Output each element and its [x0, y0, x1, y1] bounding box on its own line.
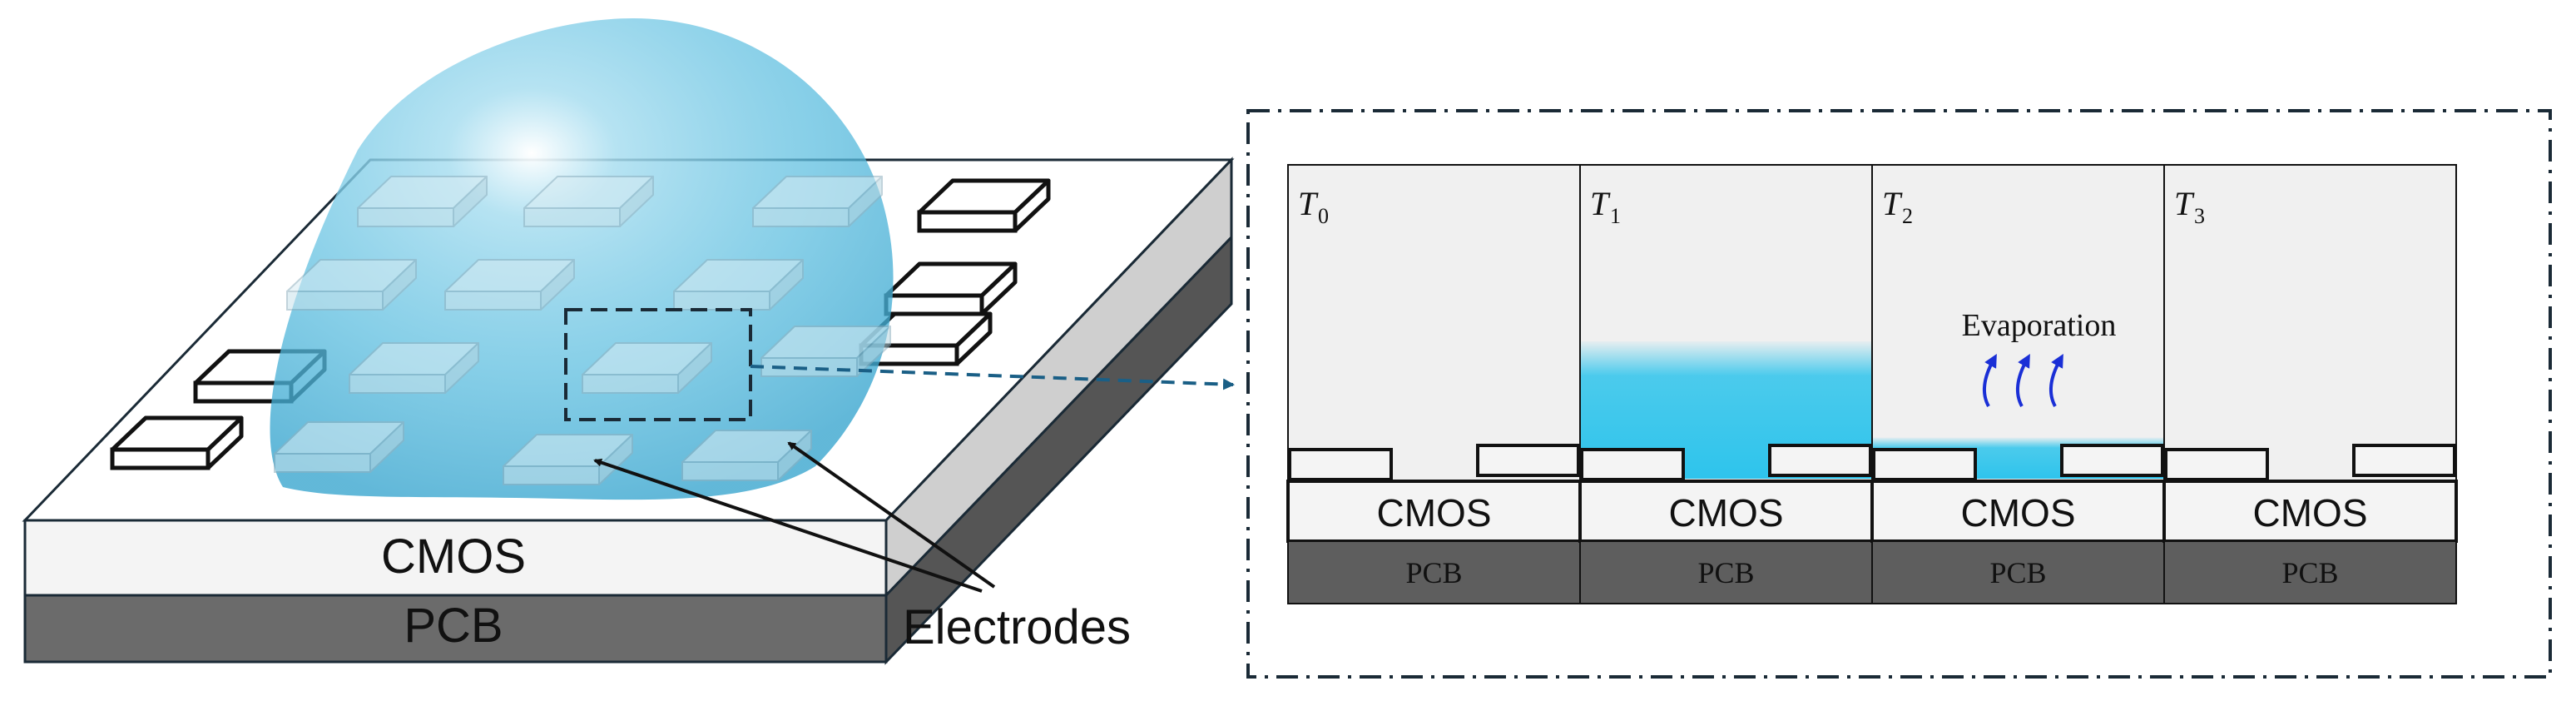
- electrode-left: [1288, 448, 1393, 481]
- electrode-pad: [681, 430, 812, 481]
- electrode-left: [1580, 448, 1685, 481]
- zoom-connector-arrow: [750, 365, 1235, 390]
- electrode-pad: [523, 176, 654, 227]
- evaporation-arrow: [1982, 354, 1997, 407]
- electrode-right: [1476, 444, 1580, 477]
- cmos-layer: [1286, 480, 1582, 543]
- cross-section-frame: [1246, 109, 2552, 679]
- cmos-label: CMOS: [1669, 491, 1784, 534]
- pcb-layer-side: [884, 234, 1233, 665]
- time-label: T: [2174, 185, 2195, 222]
- electrode-left: [1872, 448, 1977, 481]
- cmos-label: CMOS: [1377, 491, 1492, 534]
- electrode-pad: [582, 342, 712, 394]
- label-cmos-3d: CMOS: [381, 530, 526, 584]
- electrode-pad: [444, 259, 575, 311]
- evaporation-arrow: [2048, 354, 2063, 407]
- electrode-pad: [110, 415, 244, 470]
- panel-background: [1287, 164, 1581, 482]
- cmos-label: CMOS: [2253, 491, 2368, 534]
- time-subscript: 0: [1318, 204, 1329, 228]
- time-subscript: 1: [1610, 204, 1621, 228]
- electrode-pad: [884, 261, 1018, 316]
- pcb-label: PCB: [1697, 556, 1754, 589]
- panel-background: [1871, 164, 2165, 482]
- pcb-label: PCB: [1405, 556, 1462, 589]
- electrode-right: [2060, 444, 2164, 477]
- pcb-layer: [1287, 540, 1581, 604]
- electrode-pad: [274, 421, 404, 473]
- electrode-pad: [859, 311, 993, 366]
- cmos-label: CMOS: [1961, 491, 2076, 534]
- electrode-grid-under-droplet: [274, 176, 891, 485]
- label-electrodes: Electrodes: [903, 600, 1131, 654]
- callout-arrow-2: [787, 441, 996, 589]
- electrode-right: [2352, 444, 2456, 477]
- electrode-pad: [349, 342, 479, 394]
- electrode-pad: [917, 178, 1051, 233]
- panel-background: [2163, 164, 2457, 482]
- electrode-pad: [286, 259, 417, 311]
- evaporation-label: Evaporation: [1962, 308, 2117, 343]
- zoom-selection-box: [564, 308, 752, 421]
- time-subscript: 3: [2194, 204, 2205, 228]
- time-label: T: [1298, 185, 1319, 222]
- time-subscript: 2: [1902, 204, 1913, 228]
- pcb-label: PCB: [1989, 556, 2046, 589]
- evaporation-arrow: [2015, 354, 2030, 407]
- electrode-right: [1768, 444, 1872, 477]
- callout-arrow-1: [593, 458, 983, 593]
- cmos-layer: [1578, 480, 1874, 543]
- label-pcb-3d: PCB: [404, 599, 503, 653]
- time-label: T: [1882, 185, 1903, 222]
- electrode-pad: [673, 259, 804, 311]
- pcb-layer-front: [23, 594, 888, 664]
- time-label: T: [1590, 185, 1611, 222]
- electrode-pad: [503, 434, 633, 485]
- electrode-pad: [760, 326, 891, 377]
- electrode-pad: [357, 176, 488, 227]
- cmos-layer-front: [23, 519, 888, 597]
- pcb-label: PCB: [2281, 556, 2338, 589]
- pcb-layer: [1871, 540, 2165, 604]
- electrode-pad: [752, 176, 883, 227]
- pcb-layer: [2163, 540, 2457, 604]
- cmos-layer: [1870, 480, 2166, 543]
- electrode-left: [2164, 448, 2269, 481]
